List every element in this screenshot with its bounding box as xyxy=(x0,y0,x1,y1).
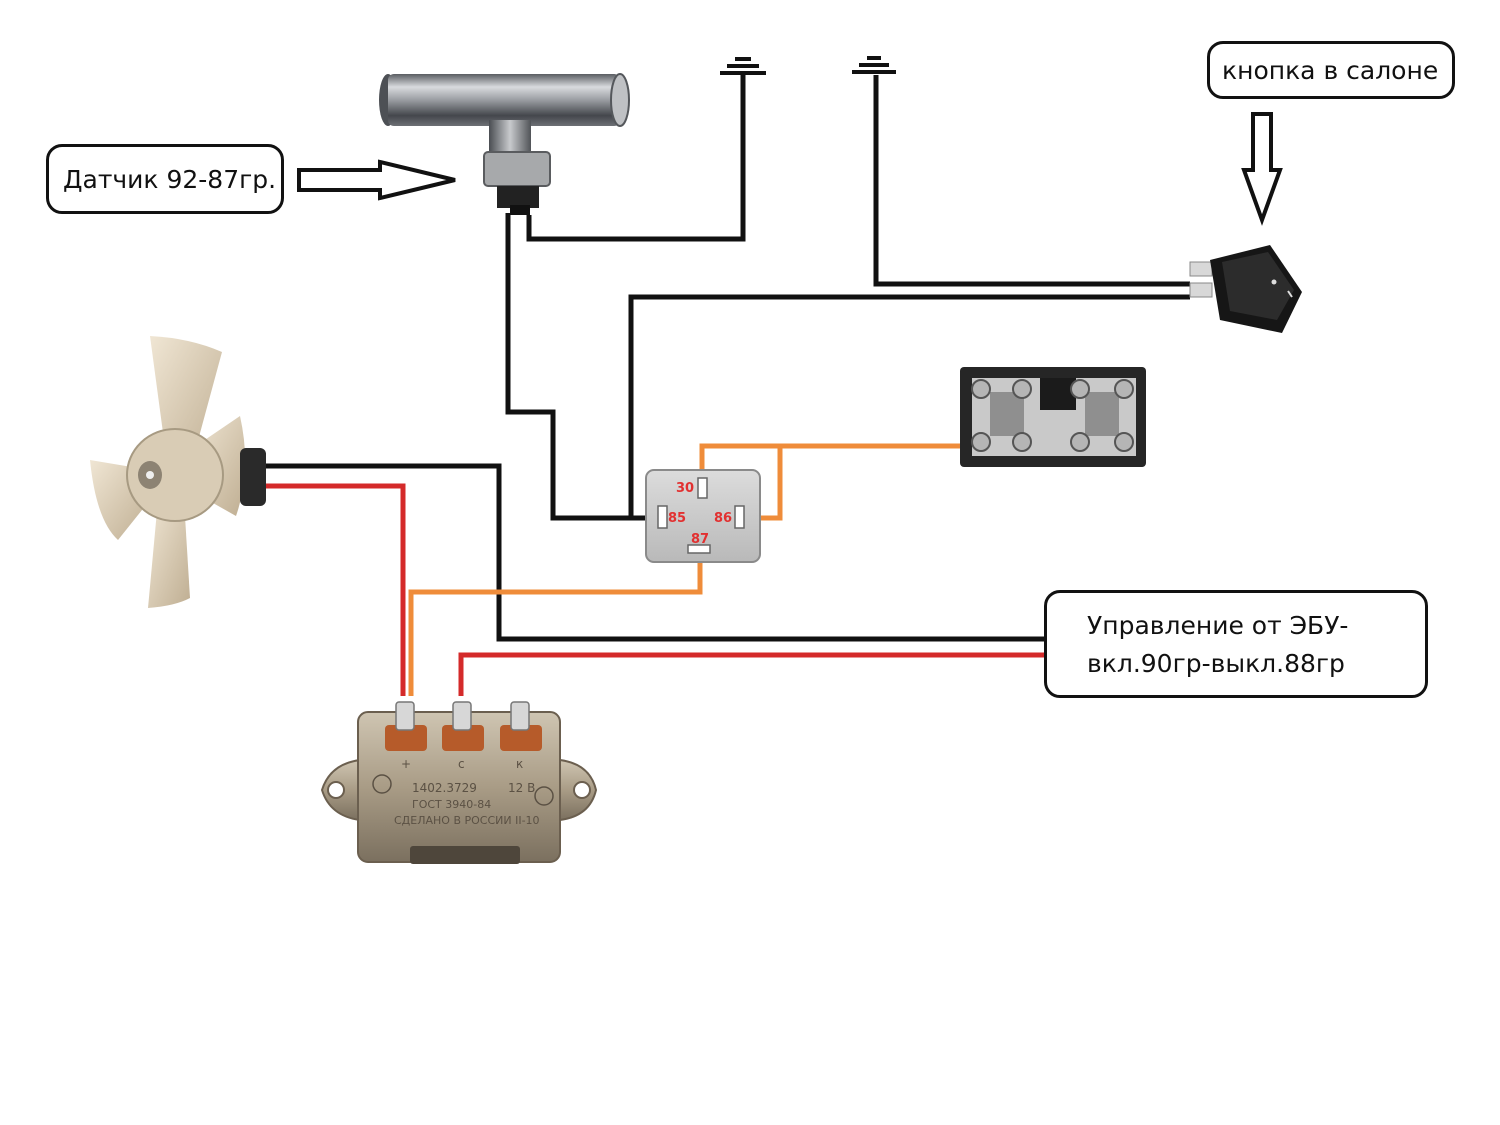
wire-button-relay85 xyxy=(628,294,1190,518)
temperature-sensor-tee xyxy=(379,73,630,215)
relay-pin-86: 86 xyxy=(714,511,732,526)
resistor-marking-1: 1402.3729 xyxy=(412,781,477,795)
ground-symbol-2 xyxy=(852,56,896,74)
certification-mark xyxy=(372,774,392,794)
cooling-fan xyxy=(90,336,266,608)
wire-relay86-fuse xyxy=(760,446,783,521)
resistor-terminal-k xyxy=(500,701,542,751)
resistor-label-k: к xyxy=(516,757,523,771)
sensor-callout-text: Датчик 92-87гр. xyxy=(63,164,277,194)
sensor-callout: Датчик 92-87гр. xyxy=(46,144,284,214)
cabin-button-callout-text: кнопка в салоне xyxy=(1222,55,1439,85)
wire-ground-button xyxy=(873,75,1190,287)
relay-pin-30: 30 xyxy=(676,481,694,496)
cabin-button-callout: кнопка в салоне xyxy=(1207,41,1455,99)
resistor-label-plus: + xyxy=(401,757,411,771)
button-arrow xyxy=(1241,112,1283,226)
ecu-callout-line-1: Управление от ЭБУ- xyxy=(1087,611,1349,640)
resistor-terminal-plus xyxy=(385,701,427,751)
resistor-marking-3: СДЕЛАНО В РОССИИ II-10 xyxy=(394,814,540,827)
wire-relay30-fuse xyxy=(699,443,965,472)
wire-ecu-resistor-red xyxy=(458,652,1046,696)
resistor-label-c: с xyxy=(458,757,465,771)
wires xyxy=(265,75,1190,696)
relay: 30 85 86 87 xyxy=(645,469,761,563)
relay-pin-85: 85 xyxy=(668,511,686,526)
cabin-rocker-switch xyxy=(1189,245,1302,333)
wire-sensor-ground xyxy=(526,75,746,242)
resistor-terminal-c xyxy=(442,701,484,751)
resistor-marking-volt: 12 В xyxy=(508,781,535,795)
sensor-arrow xyxy=(297,159,456,201)
manufacturer-mark xyxy=(534,786,554,806)
wire-fan-ecu-black xyxy=(265,463,1046,642)
fuse-block xyxy=(960,367,1146,467)
resistor-marking-2: ГОСТ 3940-84 xyxy=(412,798,491,811)
wire-relay87-resistor xyxy=(408,558,703,696)
fan-resistor: + с к 1402.3729 12 В ГОСТ 3940-84 СДЕЛАН… xyxy=(320,701,598,864)
relay-pin-87: 87 xyxy=(691,532,709,547)
wire-fan-resistor-red xyxy=(265,483,406,696)
ecu-callout: Управление от ЭБУ- вкл.90гр-выкл.88гр xyxy=(1044,590,1428,698)
ground-symbol-1 xyxy=(720,57,766,75)
wire-sensor-relay85 xyxy=(505,213,645,521)
ecu-callout-line-2: вкл.90гр-выкл.88гр xyxy=(1087,649,1345,678)
